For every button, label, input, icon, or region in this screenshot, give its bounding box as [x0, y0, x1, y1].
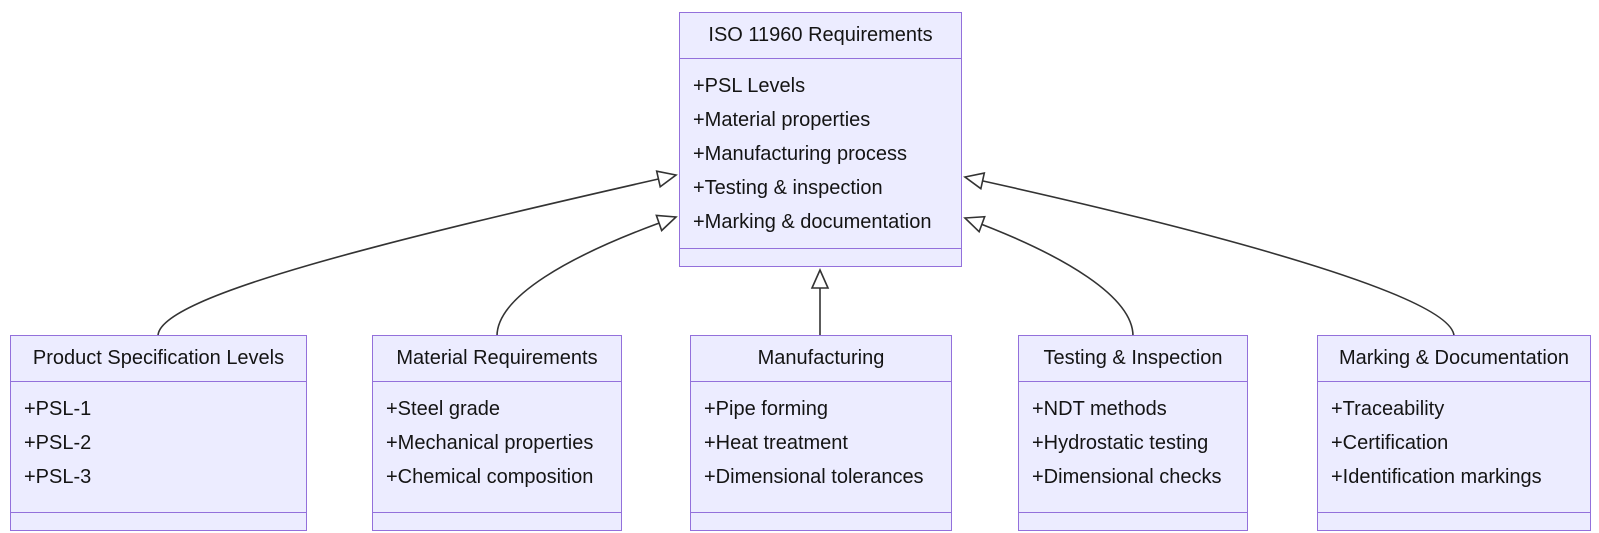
attribute-row: +Dimensional checks [1032, 466, 1222, 488]
attributes-compartment: +NDT methods +Hydrostatic testing +Dimen… [1019, 382, 1247, 512]
attribute-row: +Traceability [1331, 398, 1445, 420]
attribute-row: +Heat treatment [704, 432, 848, 454]
attribute-row: +Identification markings [1331, 466, 1542, 488]
class-node-marking-documentation: Marking & Documentation +Traceability +C… [1317, 335, 1591, 531]
attribute-row: +Pipe forming [704, 398, 828, 420]
methods-compartment [1318, 512, 1590, 530]
class-node-iso-11960-requirements: ISO 11960 Requirements +PSL Levels +Mate… [679, 12, 962, 267]
edge-material-requirements-to-iso [496, 214, 678, 337]
class-node-material-requirements: Material Requirements +Steel grade +Mech… [372, 335, 622, 531]
edge-marking-documentation-to-iso [963, 172, 1455, 337]
attribute-row: +Material properties [693, 109, 871, 131]
attributes-compartment: +Traceability +Certification +Identifica… [1318, 382, 1590, 512]
attribute-row: +PSL-2 [24, 432, 92, 454]
attributes-compartment: +PSL-1 +PSL-2 +PSL-3 [11, 382, 306, 512]
methods-compartment [1019, 512, 1247, 530]
attribute-row: +Dimensional tolerances [704, 466, 924, 488]
attribute-row: +Marking & documentation [693, 211, 932, 233]
class-node-product-specification-levels: Product Specification Levels +PSL-1 +PSL… [10, 335, 307, 531]
attribute-row: +Hydrostatic testing [1032, 432, 1209, 454]
class-title: Product Specification Levels [11, 336, 306, 382]
attributes-compartment: +Steel grade +Mechanical properties +Che… [373, 382, 621, 512]
methods-compartment [680, 248, 961, 266]
class-title: Testing & Inspection [1019, 336, 1247, 382]
edge-testing-inspection-to-iso [963, 215, 1134, 337]
edge-product-specification-levels-to-iso [157, 170, 678, 337]
class-node-manufacturing: Manufacturing +Pipe forming +Heat treatm… [690, 335, 952, 531]
class-title: Marking & Documentation [1318, 336, 1590, 382]
attribute-row: +PSL Levels [693, 75, 806, 97]
attribute-row: +NDT methods [1032, 398, 1167, 420]
attribute-row: +Manufacturing process [693, 143, 908, 165]
class-title: Material Requirements [373, 336, 621, 382]
attribute-row: +PSL-3 [24, 466, 92, 488]
class-title: ISO 11960 Requirements [680, 13, 961, 59]
attribute-row: +Chemical composition [386, 466, 594, 488]
attribute-row: +PSL-1 [24, 398, 92, 420]
methods-compartment [11, 512, 306, 530]
class-node-testing-inspection: Testing & Inspection +NDT methods +Hydro… [1018, 335, 1248, 531]
methods-compartment [691, 512, 951, 530]
attribute-row: +Testing & inspection [693, 177, 883, 199]
methods-compartment [373, 512, 621, 530]
attribute-row: +Steel grade [386, 398, 500, 420]
attribute-row: +Certification [1331, 432, 1449, 454]
attribute-row: +Mechanical properties [386, 432, 594, 454]
attributes-compartment: +Pipe forming +Heat treatment +Dimension… [691, 382, 951, 512]
attributes-compartment: +PSL Levels +Material properties +Manufa… [680, 59, 961, 248]
class-title: Manufacturing [691, 336, 951, 382]
